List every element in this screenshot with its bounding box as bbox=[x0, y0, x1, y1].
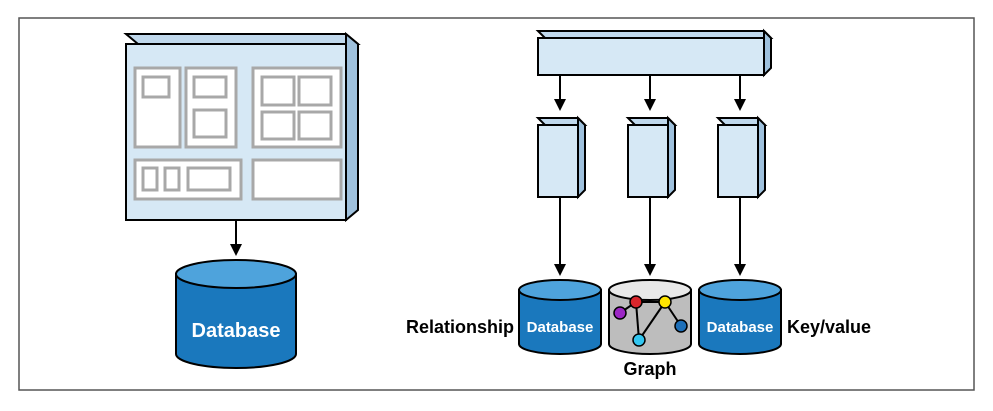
arrow-service-3-to-keyvalue-db bbox=[734, 197, 746, 276]
graph-node-purple bbox=[613, 306, 627, 320]
graph-network-icon bbox=[613, 295, 688, 347]
arrow-service-2-to-graph-db bbox=[644, 197, 656, 276]
microservice-box-3 bbox=[715, 115, 768, 200]
database-label-keyvalue: Database bbox=[707, 319, 774, 336]
api-gateway-bar bbox=[535, 28, 774, 78]
database-cylinder-relational: Database bbox=[518, 279, 602, 355]
ui-module-panel-bottom-right bbox=[251, 158, 343, 201]
graph-node-yellow bbox=[658, 295, 672, 309]
graph-node-cyan bbox=[632, 333, 646, 347]
arrow-gateway-to-service-2 bbox=[644, 75, 656, 111]
arrow-gateway-to-service-1 bbox=[554, 75, 566, 111]
keyvalue-label: Key/value bbox=[787, 317, 871, 337]
graph-node-blue bbox=[674, 319, 688, 333]
ui-module-panel-left bbox=[133, 66, 182, 149]
microservice-box-1 bbox=[535, 115, 588, 200]
arrow-gateway-to-service-3 bbox=[734, 75, 746, 111]
ui-module-panel-middle bbox=[184, 66, 238, 149]
database-cylinder-graph bbox=[608, 279, 692, 355]
arrow-service-1-to-relational-db bbox=[554, 197, 566, 276]
ui-module-panel-bottom-left bbox=[133, 158, 243, 201]
graph-label: Graph bbox=[623, 359, 676, 379]
microservice-box-2 bbox=[625, 115, 678, 200]
ui-module-panel-right bbox=[251, 66, 343, 149]
database-label-relational: Database bbox=[527, 319, 594, 336]
database-cylinder-keyvalue: Database bbox=[698, 279, 782, 355]
monolith-application bbox=[123, 31, 361, 223]
relationship-label: Relationship bbox=[406, 317, 514, 337]
arrow-monolith-to-database bbox=[230, 220, 242, 256]
database-cylinder-main: Database bbox=[175, 259, 297, 369]
database-label-main: Database bbox=[192, 320, 281, 342]
graph-node-red bbox=[629, 295, 643, 309]
